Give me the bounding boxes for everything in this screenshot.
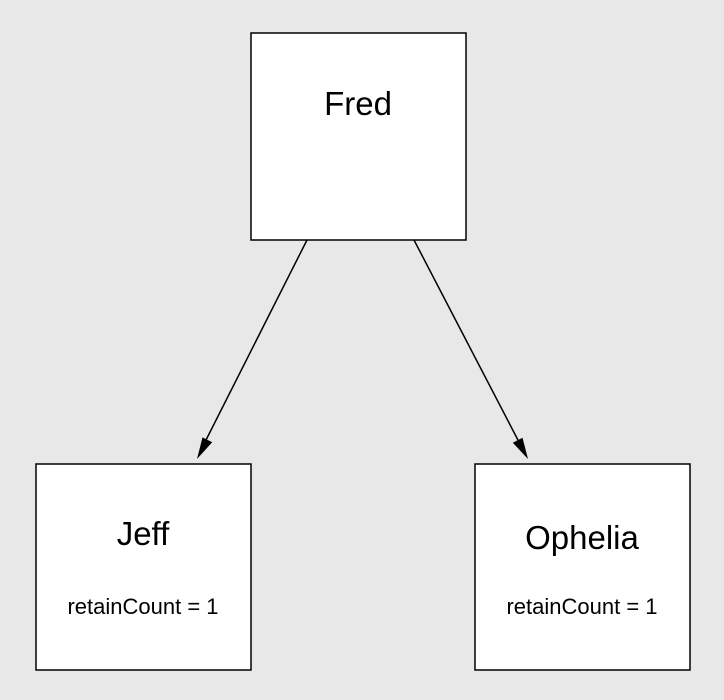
node-jeff-box [35, 463, 252, 671]
node-fred-box [250, 32, 467, 241]
edge-fred-to-jeff [197, 239, 308, 459]
edge-fred-to-jeff-arrowhead [197, 437, 213, 459]
node-jeff-retain-count: retainCount = 1 [67, 594, 218, 619]
node-fred-title: Fred [324, 85, 392, 122]
node-jeff: Jeff retainCount = 1 [35, 463, 252, 671]
edge-fred-to-ophelia-arrowhead [512, 437, 528, 459]
node-ophelia-title: Ophelia [525, 519, 639, 556]
node-ophelia-box [474, 463, 691, 671]
node-ophelia-retain-count: retainCount = 1 [506, 594, 657, 619]
edge-fred-to-ophelia [413, 239, 528, 459]
edge-fred-to-ophelia-line [413, 239, 520, 443]
node-jeff-title: Jeff [117, 515, 170, 552]
node-fred: Fred [250, 32, 467, 241]
node-ophelia: Ophelia retainCount = 1 [474, 463, 691, 671]
edge-fred-to-jeff-line [204, 239, 308, 443]
